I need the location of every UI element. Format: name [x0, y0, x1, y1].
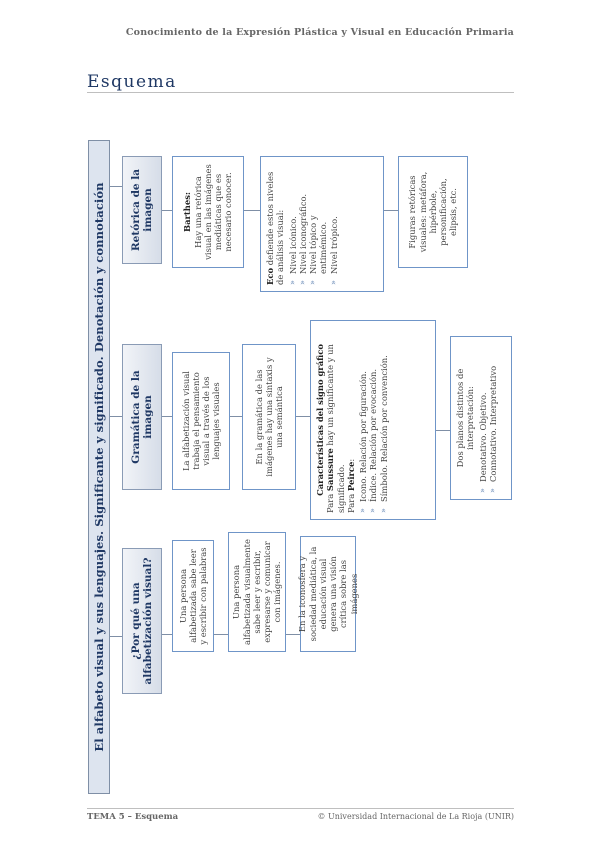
sign-title: Características del signo gráfico	[315, 344, 325, 496]
list-item: Denotativo. Objetivo.	[478, 366, 488, 493]
branch-heading-rhetoric: Retórica de la imagen	[122, 156, 162, 264]
main-title-text: El alfabeto visual y sus lenguajes. Sign…	[92, 182, 106, 752]
list-item: Índice. Relación por evocación.	[368, 355, 378, 513]
saussure-prefix: Para	[325, 493, 336, 513]
branch-heading-grammar-text: Gramática de la imagen	[129, 370, 154, 464]
why-item-3-text: En la iconosfera y sociedad mediática, l…	[297, 546, 359, 642]
figures-text: Figuras retóricas visuales: metáfora, hi…	[407, 171, 459, 253]
barthes-name: Barthes:	[182, 192, 193, 233]
footer-divider	[87, 808, 514, 809]
list-item: Nivel icónico.	[288, 163, 298, 285]
connector-b2-items	[162, 416, 310, 417]
why-item-1: Una persona alfabetizada sabe leer y esc…	[172, 540, 214, 652]
why-item-1-text: Una persona alfabetizada sabe leer y esc…	[177, 547, 209, 645]
list-item: Icono. Relación por figuración.	[358, 355, 368, 513]
list-item: Nivel iconográfico.	[298, 163, 308, 285]
grammar-item-1: La alfabetización visual trabaja el pens…	[172, 352, 230, 490]
peirce-name: Peirce	[345, 461, 356, 492]
peirce-suffix: :	[345, 458, 356, 462]
grammar-item-2-text: En la gramática de las imágenes hay una …	[253, 357, 285, 477]
list-item: Nivel tópico y entimémico.	[308, 163, 329, 285]
footer-left: TEMA 5 – Esquema	[87, 812, 179, 822]
eco-box: Eco defiende estos niveles de análisis v…	[260, 156, 384, 292]
branch-heading-rhetoric-text: Retórica de la imagen	[129, 168, 154, 252]
peirce-list: Icono. Relación por figuración. Índice. …	[358, 355, 389, 513]
page-title: Esquema	[87, 72, 177, 92]
connector-branch-2	[108, 416, 122, 417]
sign-characteristics: Características del signo gráfico Para S…	[310, 320, 436, 520]
list-item: Nivel trópico.	[329, 163, 339, 285]
connector-branch-3	[108, 186, 122, 187]
barthes-text: Hay una retórica visual en las imágenes …	[192, 164, 234, 260]
footer-right: © Universidad Internacional de La Rioja …	[317, 812, 514, 821]
figures-box: Figuras retóricas visuales: metáfora, hi…	[398, 156, 468, 268]
list-item: Símbolo. Relación por convención.	[379, 355, 389, 513]
saussure-name: Saussure	[325, 448, 336, 492]
diagram-main-title: El alfabeto visual y sus lenguajes. Sign…	[88, 140, 110, 794]
eco-list: Nivel icónico. Nivel iconográfico. Nivel…	[288, 163, 339, 285]
grammar-item-2: En la gramática de las imágenes hay una …	[242, 344, 296, 490]
branch-heading-why: ¿Por qué una alfabetización visual?	[122, 548, 162, 694]
list-item: Connotativo. Interpretativo	[488, 366, 498, 493]
branch-heading-grammar: Gramática de la imagen	[122, 344, 162, 490]
why-item-2: Una persona alfabetizada visualmente sab…	[228, 532, 286, 652]
branch-heading-why-text: ¿Por qué una alfabetización visual?	[129, 557, 154, 685]
planes-list: Denotativo. Objetivo. Connotativo. Inter…	[478, 366, 499, 493]
interpretation-planes: Dos planos distintos de interpretación: …	[450, 336, 512, 500]
eco-name: Eco	[265, 267, 275, 285]
peirce-prefix: Para	[345, 493, 356, 513]
grammar-item-1-text: La alfabetización visual trabaja el pens…	[180, 371, 222, 471]
connector-b2-planes	[436, 430, 450, 431]
eco-intro: Eco defiende estos niveles de análisis v…	[265, 163, 286, 285]
title-divider	[87, 92, 514, 93]
why-item-3: En la iconosfera y sociedad mediática, l…	[297, 536, 359, 652]
sign-peirce: Para Peirce:	[346, 459, 356, 513]
running-header: Conocimiento de la Expresión Plástica y …	[125, 27, 514, 38]
barthes-box: Barthes: Hay una retórica visual en las …	[172, 156, 244, 268]
planes-text: Dos planos distintos de interpretación:	[455, 368, 476, 468]
why-item-2-text: Una persona alfabetizada visualmente sab…	[231, 539, 283, 645]
connector-branch-1	[108, 636, 122, 637]
sign-saussure: Para Saussure hay un significante y un s…	[325, 327, 346, 513]
